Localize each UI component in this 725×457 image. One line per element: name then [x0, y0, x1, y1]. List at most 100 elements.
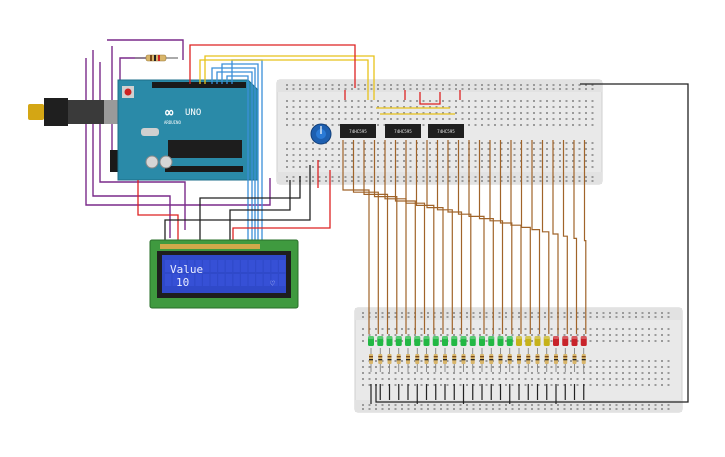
- resistor-9[interactable]: [443, 348, 447, 372]
- resistor-lcd[interactable]: [135, 54, 178, 62]
- led-array[interactable]: [368, 336, 587, 346]
- led-17[interactable]: [516, 336, 522, 346]
- wires-brown[interactable]: [342, 140, 587, 334]
- led-23[interactable]: [571, 336, 578, 346]
- led-11[interactable]: [460, 336, 467, 346]
- resistor-19[interactable]: [535, 348, 540, 372]
- led-8[interactable]: [432, 336, 439, 346]
- resistor-20[interactable]: [544, 348, 549, 372]
- led-18[interactable]: [525, 336, 532, 346]
- led-signal-wire-19: [531, 140, 541, 334]
- led-resistor-array[interactable]: [369, 348, 586, 372]
- led-5[interactable]: [405, 336, 411, 346]
- arduino-logo-symbol: ∞: [165, 105, 174, 121]
- led-signal-wire-17: [510, 140, 522, 334]
- led-signal-wire-2: [352, 140, 379, 334]
- led-9[interactable]: [442, 336, 448, 346]
- resistor-21[interactable]: [554, 348, 558, 372]
- resistor-22[interactable]: [563, 348, 568, 372]
- resistor-8[interactable]: [433, 348, 438, 372]
- led-21[interactable]: [553, 336, 559, 346]
- led-24[interactable]: [580, 336, 587, 346]
- breadboard-top-holes: [286, 84, 594, 182]
- wires-red[interactable]: [137, 44, 461, 240]
- shift-register-chips[interactable]: 74HC595 74HC595 74HC595: [340, 124, 464, 138]
- resistor-12[interactable]: [470, 348, 475, 372]
- resistor-23[interactable]: [572, 348, 577, 372]
- led-22[interactable]: [562, 336, 569, 346]
- led-7[interactable]: [423, 336, 430, 346]
- led-signal-wire-11: [447, 140, 463, 334]
- reset-button[interactable]: [124, 88, 132, 96]
- lcd-cursor-glyph: ♡: [270, 279, 275, 288]
- led-signal-wire-20: [541, 140, 550, 334]
- resistor-11[interactable]: [461, 348, 466, 372]
- usb-plug-icon: [28, 104, 44, 120]
- led-signal-wire-21: [552, 140, 559, 334]
- led-signal-wire-3: [363, 140, 389, 334]
- chip-3-label: 74HC595: [437, 129, 455, 134]
- wires-black[interactable]: [164, 83, 689, 403]
- resistor-5[interactable]: [406, 348, 410, 372]
- resistor-24[interactable]: [581, 348, 586, 372]
- led-15[interactable]: [497, 336, 504, 346]
- led-signal-wire-18: [520, 140, 531, 334]
- led-signal-wire-7: [405, 140, 426, 334]
- led-signal-wire-15: [489, 140, 504, 334]
- resistor-13[interactable]: [480, 348, 484, 372]
- resistor-14[interactable]: [489, 348, 494, 372]
- resistor-16[interactable]: [507, 348, 512, 372]
- led-12[interactable]: [469, 336, 476, 346]
- resistor-3[interactable]: [387, 348, 392, 372]
- led-10[interactable]: [451, 336, 458, 346]
- led-4[interactable]: [395, 336, 402, 346]
- arduino-model-label: UNO: [185, 108, 201, 118]
- led-16[interactable]: [506, 336, 513, 346]
- led-signal-wire-1: [342, 140, 370, 334]
- led-20[interactable]: [543, 336, 550, 346]
- led-signal-wire-23: [573, 140, 578, 334]
- resistor-4[interactable]: [396, 348, 401, 372]
- chip-1: 74HC595: [340, 124, 376, 138]
- lcd-module[interactable]: Value 10 ♡: [149, 239, 299, 309]
- resistor-6[interactable]: [415, 348, 420, 372]
- lcd-line-2: 10: [176, 276, 189, 289]
- chip-2: 74HC595: [385, 124, 421, 138]
- resistor-15[interactable]: [498, 348, 503, 372]
- lcd-character-cells: [165, 260, 286, 286]
- led-signal-wire-4: [373, 140, 398, 334]
- lcd-line-1: Value: [170, 263, 203, 276]
- chip-2-label: 74HC595: [394, 129, 412, 134]
- arduino-uno-board[interactable]: ∞ UNO ARDUINO: [28, 79, 259, 181]
- led-19[interactable]: [534, 336, 541, 346]
- resistor-17[interactable]: [517, 348, 521, 372]
- resistor-10[interactable]: [452, 348, 457, 372]
- chip-1-label: 74HC595: [349, 129, 367, 134]
- led-signal-wire-13: [468, 140, 485, 334]
- resistor-2[interactable]: [378, 348, 383, 372]
- led-14[interactable]: [488, 336, 495, 346]
- led-signal-wire-10: [436, 140, 453, 334]
- led-ground-wires[interactable]: [370, 384, 600, 404]
- led-signal-wire-12: [457, 140, 472, 334]
- led-signal-wire-16: [499, 140, 513, 334]
- led-13[interactable]: [479, 336, 485, 346]
- chip-3: 74HC595: [428, 124, 464, 138]
- resistor-7[interactable]: [424, 348, 429, 372]
- led-signal-wire-14: [478, 140, 494, 334]
- led-3[interactable]: [386, 336, 393, 346]
- arduino-brand-label: ARDUINO: [164, 120, 181, 125]
- led-signal-wire-8: [415, 140, 435, 334]
- led-1[interactable]: [368, 336, 374, 346]
- resistor-1[interactable]: [369, 348, 373, 372]
- led-signal-wire-9: [426, 140, 444, 334]
- resistor-18[interactable]: [526, 348, 531, 372]
- led-2[interactable]: [377, 336, 384, 346]
- led-signal-wire-22: [562, 140, 568, 334]
- led-signal-wire-24: [583, 140, 587, 334]
- led-6[interactable]: [414, 336, 421, 346]
- wires-yellow[interactable]: [199, 55, 455, 115]
- ground-rail-wire: [375, 384, 600, 403]
- potentiometer[interactable]: [310, 123, 332, 145]
